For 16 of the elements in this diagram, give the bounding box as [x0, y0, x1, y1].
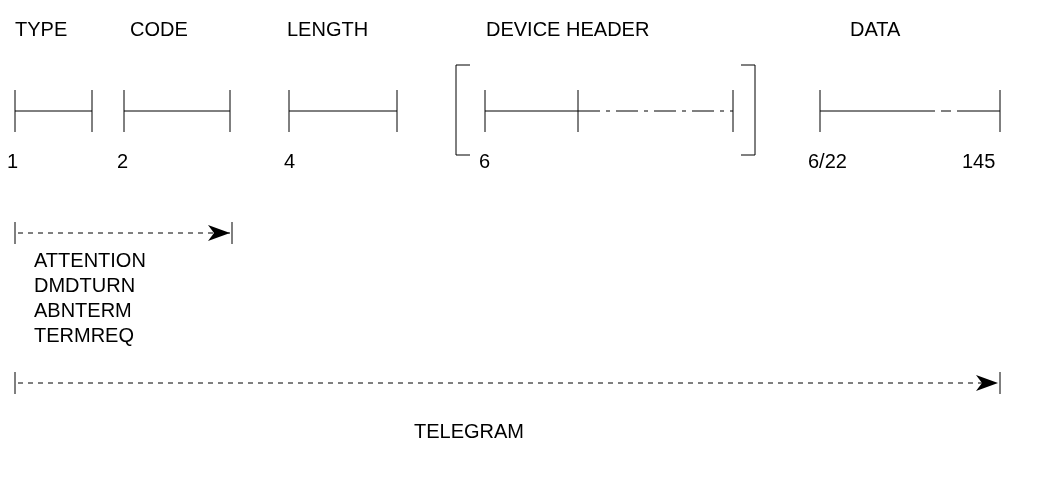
span-label: TELEGRAM — [414, 420, 525, 442]
field-name: TYPE — [15, 18, 68, 40]
code-value: DMDTURN — [34, 274, 136, 296]
byte-offset: 4 — [284, 150, 296, 172]
byte-offset: 145 — [962, 150, 996, 172]
code-value: TERMREQ — [34, 324, 134, 346]
byte-offset: 6 — [479, 150, 491, 172]
byte-offset: 1 — [7, 150, 19, 172]
field-name: DEVICE HEADER — [486, 18, 650, 40]
field-name: LENGTH — [287, 18, 369, 40]
field-name: CODE — [130, 18, 188, 40]
code-value: ABNTERM — [34, 299, 132, 321]
byte-offset: 6/22 — [808, 150, 847, 172]
code-value: ATTENTION — [34, 249, 146, 271]
field-name: DATA — [850, 18, 901, 40]
byte-offset: 2 — [117, 150, 129, 172]
